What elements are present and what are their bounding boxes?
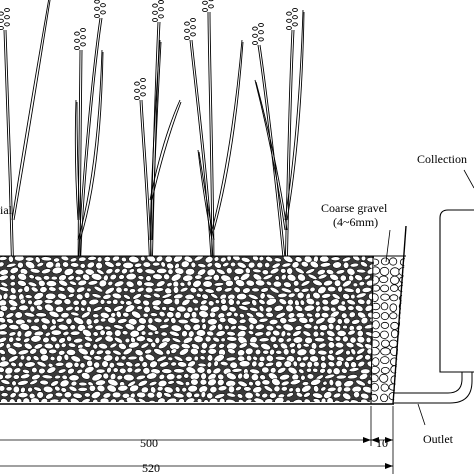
label-partial-left: ial xyxy=(0,203,13,217)
gravel-divider xyxy=(370,255,374,405)
dimension-main-length: 500 xyxy=(140,436,158,450)
dimension-gravel-width: 10 xyxy=(376,436,388,450)
collection-tank xyxy=(439,209,474,373)
tank-right-wall xyxy=(392,225,407,405)
dimension-total-length: 520 xyxy=(142,461,160,474)
dimension-lines xyxy=(0,406,394,474)
label-coarse-gravel: Coarse gravel xyxy=(321,201,388,215)
pebble-fill xyxy=(0,256,405,402)
leader-lines xyxy=(385,169,474,426)
coarse-gravel-zone xyxy=(372,256,405,402)
reed-plants xyxy=(0,0,305,281)
label-outlet: Outlet xyxy=(423,432,454,446)
dimension-arrows xyxy=(363,437,393,469)
label-coarse-gravel-size: (4~6mm) xyxy=(333,215,378,229)
outlet-pipe xyxy=(394,372,473,404)
media-bed xyxy=(0,225,407,405)
label-collection: Collection xyxy=(417,152,467,166)
